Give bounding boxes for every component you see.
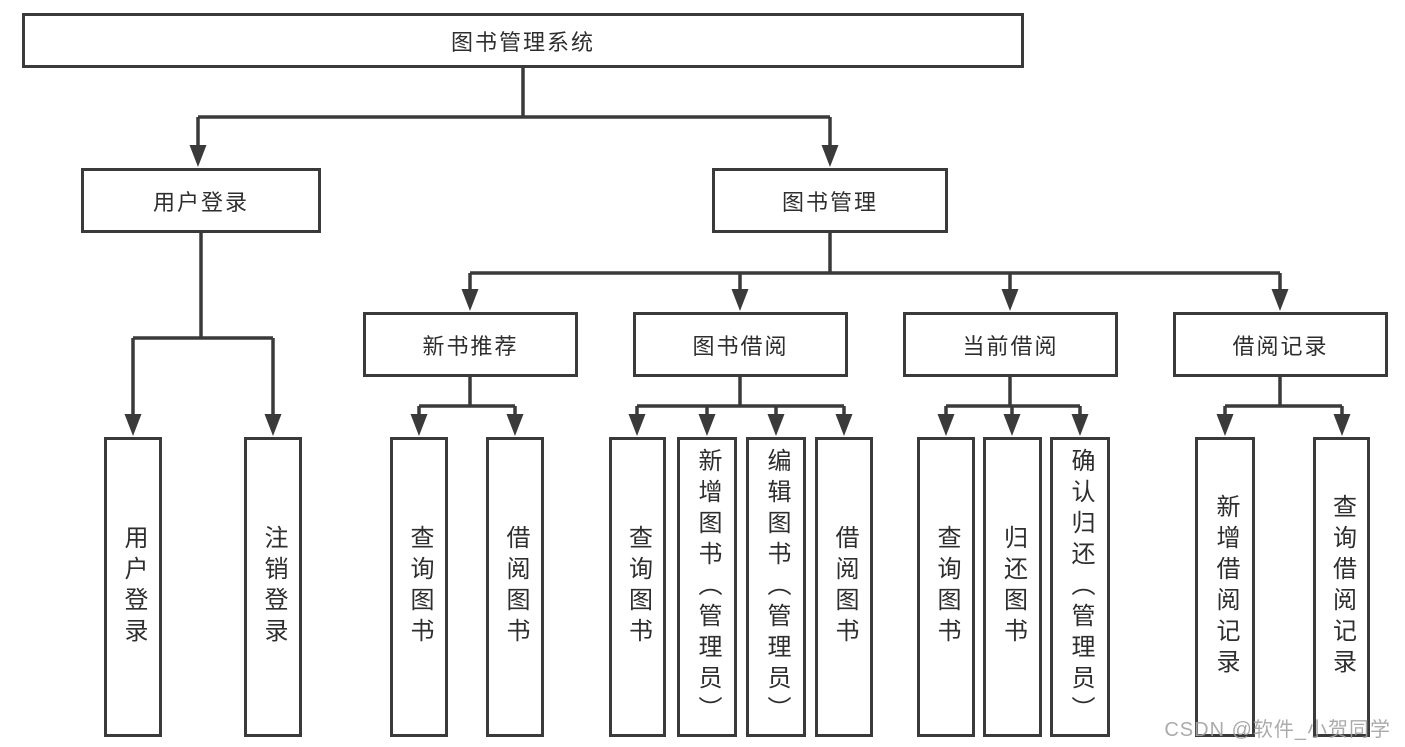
leaf-return-books: 归还图书 [983, 437, 1042, 737]
connector-borrow-records-to-leaves [1216, 377, 1351, 436]
node-root-library-management-system: 图书管理系统 [22, 13, 1024, 68]
connector-new-books-to-leaves [410, 377, 524, 436]
leaf-borrow-books-recommend: 借阅图书 [486, 437, 544, 737]
connector-book-borrow-to-leaves [628, 377, 853, 436]
leaf-confirm-return-admin: 确认归还（管理员） [1050, 437, 1110, 737]
node-book-management: 图书管理 [712, 168, 948, 233]
leaf-borrow-books: 借阅图书 [815, 437, 873, 737]
leaf-query-books-current: 查询图书 [917, 437, 975, 737]
connector-book-management-to-level2 [461, 233, 1289, 311]
node-user-login: 用户登录 [81, 168, 321, 233]
leaf-edit-books-admin: 编辑图书（管理员） [746, 437, 806, 737]
leaf-query-borrow-record: 查询借阅记录 [1313, 437, 1370, 737]
node-book-borrow: 图书借阅 [633, 312, 848, 377]
connector-current-borrow-to-leaves [937, 377, 1089, 436]
connector-root-to-level1 [189, 68, 839, 167]
node-borrow-records: 借阅记录 [1173, 312, 1388, 377]
leaf-query-books-borrow: 查询图书 [609, 437, 666, 737]
leaf-logout-login: 注销登录 [244, 437, 302, 737]
leaf-query-books-recommend: 查询图书 [390, 437, 448, 737]
csdn-watermark: CSDN @软件_小贺同学 [1164, 719, 1391, 741]
node-new-book-recommend: 新书推荐 [363, 312, 578, 377]
connector-user-login-to-leaves [124, 233, 282, 436]
leaf-user-login: 用户登录 [104, 437, 162, 737]
leaf-add-borrow-record: 新增借阅记录 [1195, 437, 1255, 737]
node-current-borrow: 当前借阅 [903, 312, 1118, 377]
leaf-add-books-admin: 新增图书（管理员） [677, 437, 737, 737]
